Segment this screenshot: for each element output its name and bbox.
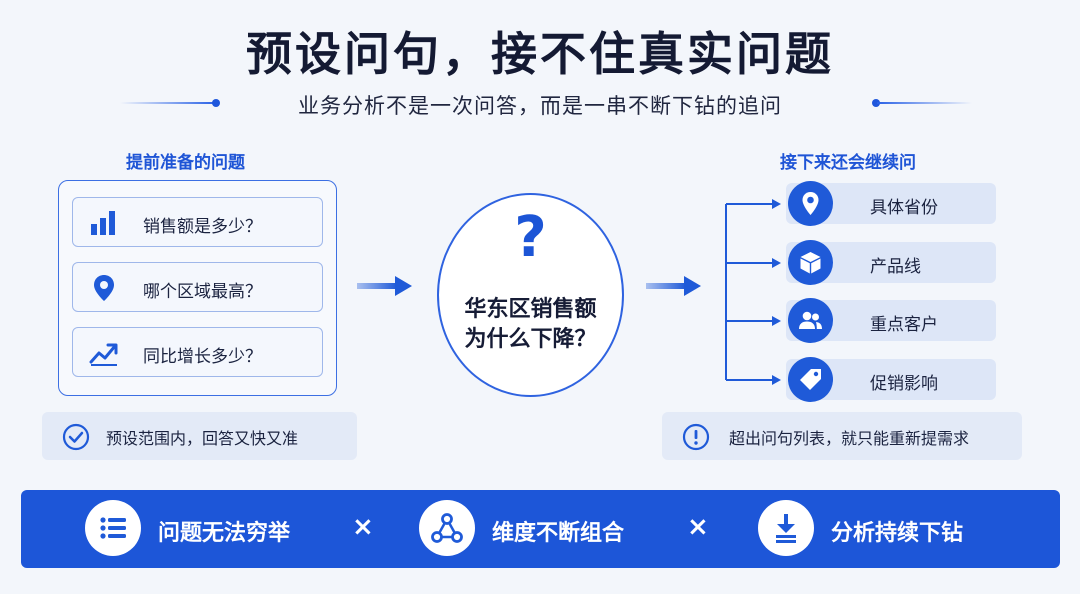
followup-question-item: 具体省份 bbox=[786, 181, 996, 226]
tag-icon bbox=[788, 357, 833, 402]
preset-note-text: 预设范围内，回答又快又准 bbox=[106, 429, 299, 448]
preset-question-item: 同比增长多少？ bbox=[72, 327, 323, 377]
location-pin-icon bbox=[788, 181, 833, 226]
page-subtitle: 业务分析不是一次问答，而是一串不断下钻的追问 bbox=[298, 94, 782, 118]
limitation-note: 超出问句列表，就只能重新提需求 bbox=[662, 412, 1022, 460]
users-icon bbox=[788, 298, 833, 343]
limitation-note-text: 超出问句列表，就只能重新提需求 bbox=[729, 429, 970, 448]
decorative-dot-right bbox=[872, 99, 880, 107]
bar-chart-icon bbox=[89, 209, 119, 237]
multiply-separator: × bbox=[352, 512, 374, 542]
multiply-separator: × bbox=[687, 512, 709, 542]
preset-question-item: 哪个区域最高？ bbox=[72, 262, 323, 312]
question-mark-icon: ? bbox=[514, 205, 547, 270]
branch-connector bbox=[725, 199, 781, 385]
core-question-circle: ? 华东区销售额 为什么下降？ bbox=[437, 193, 624, 397]
preset-question-label: 同比增长多少？ bbox=[143, 347, 262, 367]
followup-question-label: 产品线 bbox=[870, 257, 921, 277]
list-icon bbox=[85, 500, 141, 556]
preset-question-item: 销售额是多少？ bbox=[72, 197, 323, 247]
followup-question-item: 产品线 bbox=[786, 240, 996, 285]
decorative-line-right bbox=[877, 102, 972, 104]
location-pin-icon bbox=[89, 274, 119, 302]
right-arrow-icon bbox=[646, 276, 701, 296]
followup-question-label: 重点客户 bbox=[870, 315, 938, 335]
download-icon bbox=[758, 500, 814, 556]
trend-line-icon bbox=[89, 339, 119, 367]
followup-question-label: 具体省份 bbox=[870, 198, 938, 218]
right-arrow-icon bbox=[357, 276, 412, 296]
preset-question-label: 销售额是多少？ bbox=[143, 217, 262, 237]
followup-question-label: 促销影响 bbox=[870, 374, 938, 394]
box-icon bbox=[788, 240, 833, 285]
right-section-title: 接下来还会继续问 bbox=[780, 153, 916, 173]
alert-circle-icon bbox=[682, 423, 710, 451]
summary-item-label: 分析持续下钻 bbox=[831, 521, 964, 546]
page-title: 预设问句，接不住真实问题 bbox=[246, 27, 834, 81]
left-section-title: 提前准备的问题 bbox=[126, 153, 245, 173]
core-question-line-1: 华东区销售额 bbox=[464, 297, 597, 322]
check-circle-icon bbox=[62, 423, 90, 451]
summary-item-label: 问题无法穷举 bbox=[158, 521, 291, 546]
preset-questions-box: 销售额是多少？ 哪个区域最高？ 同比增长多少？ bbox=[58, 180, 337, 396]
decorative-line-left bbox=[120, 102, 215, 104]
summary-item-label: 维度不断组合 bbox=[492, 521, 625, 546]
summary-bar: 问题无法穷举 × 维度不断组合 × 分析持续下钻 bbox=[21, 490, 1060, 568]
decorative-dot-left bbox=[212, 99, 220, 107]
subtitle-row: 业务分析不是一次问答，而是一串不断下钻的追问 bbox=[0, 90, 1080, 118]
core-question-line-2: 为什么下降？ bbox=[464, 327, 597, 352]
network-icon bbox=[419, 500, 475, 556]
preset-question-label: 哪个区域最高？ bbox=[143, 282, 262, 302]
preset-note: 预设范围内，回答又快又准 bbox=[42, 412, 357, 460]
followup-question-item: 促销影响 bbox=[786, 357, 996, 402]
followup-question-item: 重点客户 bbox=[786, 298, 996, 343]
